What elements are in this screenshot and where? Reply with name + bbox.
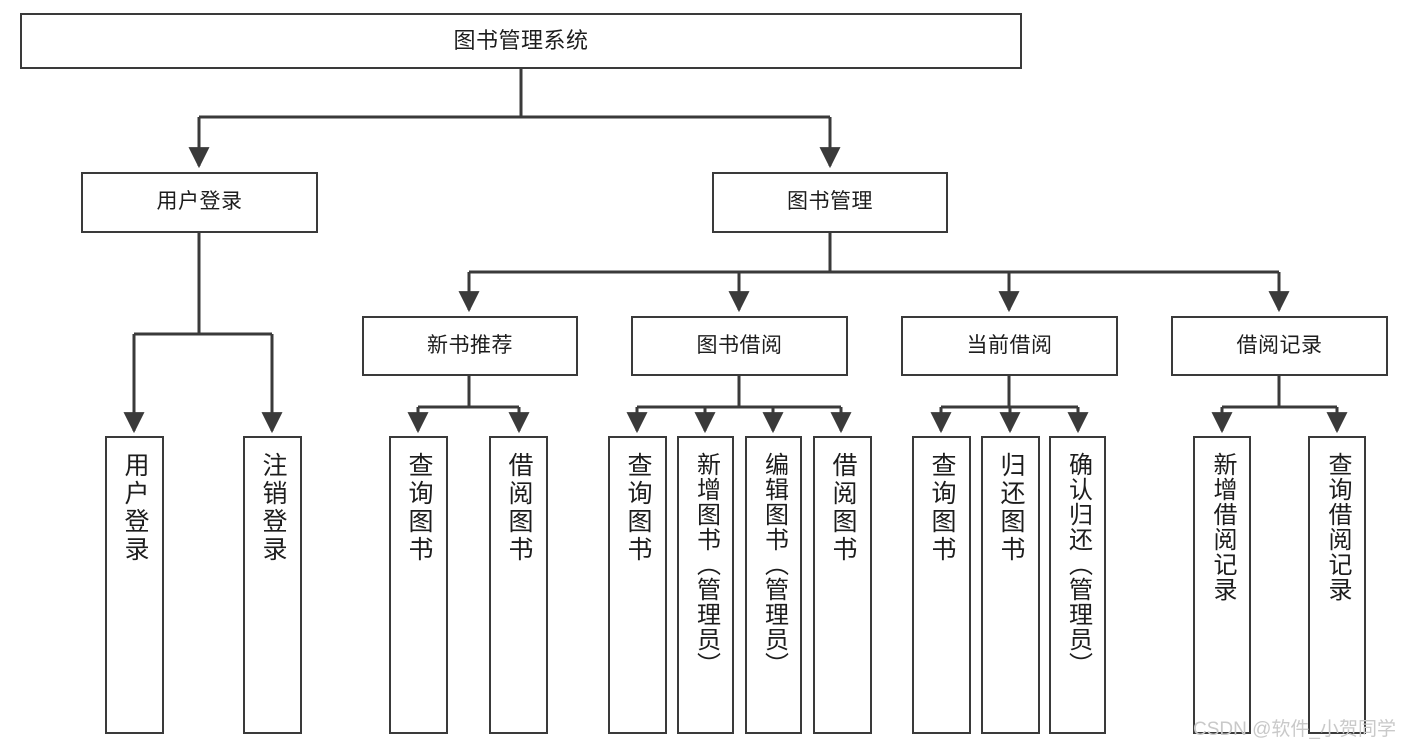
node-label: 用户登录 <box>156 190 243 214</box>
node-label: 查询图书 <box>405 452 433 564</box>
node-label: 图书借阅 <box>696 333 783 357</box>
node-leaf-new-book-borrow-book[interactable]: 借阅图书 <box>489 436 548 734</box>
node-leaf-borrow-record-add-record[interactable]: 新增借阅记录 <box>1193 436 1251 734</box>
node-label: 当前借阅 <box>966 333 1053 357</box>
node-leaf-user-login-logout[interactable]: 注销登录 <box>243 436 302 734</box>
node-book-borrow[interactable]: 图书借阅 <box>631 316 848 376</box>
node-label: 查询图书 <box>624 452 652 564</box>
node-label: 借阅记录 <box>1236 333 1323 357</box>
node-leaf-current-borrow-query-book[interactable]: 查询图书 <box>912 436 971 734</box>
node-label: 新书推荐 <box>427 333 513 357</box>
node-leaf-book-borrow-query-book[interactable]: 查询图书 <box>608 436 667 734</box>
node-leaf-new-book-query-book[interactable]: 查询图书 <box>389 436 448 734</box>
node-leaf-borrow-record-query-record[interactable]: 查询借阅记录 <box>1308 436 1366 734</box>
node-label: 新增图书（管理员） <box>692 452 720 677</box>
node-leaf-current-borrow-return-book[interactable]: 归还图书 <box>981 436 1040 734</box>
node-label: 借阅图书 <box>505 452 533 564</box>
node-label: 新增借阅记录 <box>1209 452 1236 602</box>
node-label: 查询图书 <box>928 452 956 564</box>
node-user-login[interactable]: 用户登录 <box>81 172 318 233</box>
node-label: 图书管理 <box>787 190 873 214</box>
node-current-borrow[interactable]: 当前借阅 <box>901 316 1118 376</box>
node-leaf-book-borrow-borrow-book[interactable]: 借阅图书 <box>813 436 872 734</box>
node-label: 编辑图书（管理员） <box>760 452 788 677</box>
node-label: 归还图书 <box>997 452 1025 564</box>
node-book-management[interactable]: 图书管理 <box>712 172 948 233</box>
node-label: 用户登录 <box>121 452 149 564</box>
node-leaf-book-borrow-edit-book-admin[interactable]: 编辑图书（管理员） <box>745 436 802 734</box>
node-label: 查询借阅记录 <box>1324 452 1351 602</box>
node-root-book-management-system[interactable]: 图书管理系统 <box>20 13 1022 69</box>
node-borrow-record[interactable]: 借阅记录 <box>1171 316 1388 376</box>
node-label: 注销登录 <box>259 452 287 564</box>
node-leaf-book-borrow-add-book-admin[interactable]: 新增图书（管理员） <box>677 436 734 734</box>
node-label: 借阅图书 <box>829 452 857 564</box>
node-leaf-user-login-login[interactable]: 用户登录 <box>105 436 164 734</box>
node-label: 确认归还（管理员） <box>1064 452 1092 677</box>
node-leaf-current-borrow-confirm-return-admin[interactable]: 确认归还（管理员） <box>1049 436 1106 734</box>
node-label: 图书管理系统 <box>453 28 589 54</box>
node-new-book-recommend[interactable]: 新书推荐 <box>362 316 578 376</box>
